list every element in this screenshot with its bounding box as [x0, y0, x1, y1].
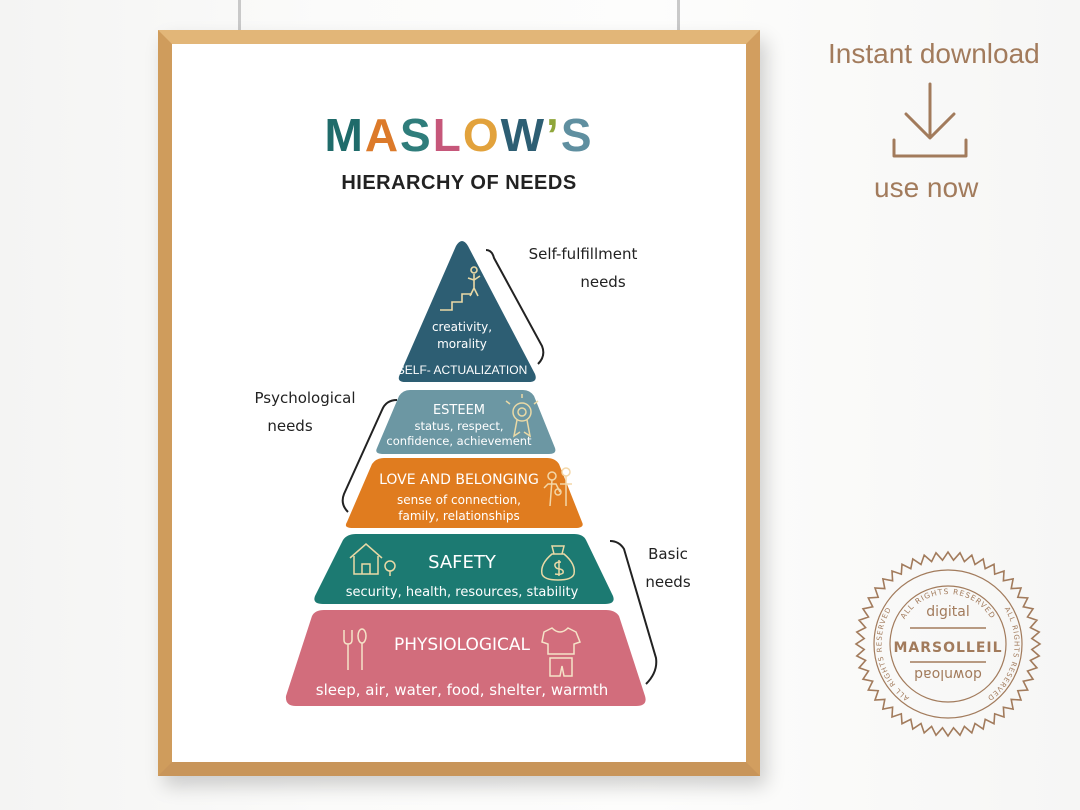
- clothes-icon: [541, 627, 581, 677]
- award-ribbon-icon: [505, 394, 539, 438]
- bracket-self-fulfillment: [485, 249, 545, 365]
- seal-serrated-edge: [854, 550, 1042, 738]
- love-title: LOVE AND BELONGING: [379, 472, 539, 488]
- title-letter: L: [432, 109, 463, 161]
- title-letter: S: [560, 109, 594, 161]
- pyramid-level-self-actualization: [398, 241, 536, 382]
- seal-stamp: ALL RIGHTS RESERVED ALL RIGHTS RESERVED …: [854, 550, 1042, 738]
- love-desc-1: sense of connection,: [397, 493, 521, 507]
- note-self-fulfillment-line-1: Self-fulfillment: [528, 245, 638, 263]
- pyramid-level-physiological: [285, 610, 646, 706]
- note-basic-line-1: Basic: [648, 545, 688, 563]
- self-actualization-title: SELF- ACTUALIZATION: [397, 363, 527, 377]
- pyramid-level-love: [345, 458, 583, 528]
- note-self-fulfillment-line-2: needs: [580, 273, 626, 291]
- poster: MASLOW’S HIERARCHY OF NEEDS: [172, 44, 746, 762]
- title-letter: A: [364, 109, 401, 161]
- esteem-desc-2: confidence, achievement: [386, 434, 532, 448]
- safety-title: SAFETY: [428, 552, 497, 573]
- fork-spoon-icon: [343, 628, 367, 670]
- poster-subtitle: HIERARCHY OF NEEDS: [341, 172, 577, 194]
- esteem-desc-1: status, respect,: [414, 419, 503, 433]
- note-psychological-line-2: needs: [267, 417, 313, 435]
- use-now-label: use now: [874, 172, 979, 203]
- family-icon: [543, 467, 572, 507]
- seal-word-download: download: [914, 666, 982, 682]
- note-basic-line-2: needs: [645, 573, 691, 591]
- physiological-desc: sleep, air, water, food, shelter, warmth: [316, 681, 608, 699]
- pyramid-diagram: creativity, morality SELF- ACTUALIZATION…: [285, 241, 658, 706]
- bracket-psychological: [341, 399, 398, 513]
- poster-title: MASLOW’S: [172, 108, 746, 162]
- pyramid-level-safety: [314, 534, 614, 604]
- seal-brand: MARSOLLEIL: [893, 640, 1002, 656]
- hanging-wire-right: [677, 0, 680, 30]
- title-letter: O: [462, 109, 501, 161]
- download-icon: [892, 82, 968, 158]
- seal-word-digital: digital: [926, 604, 970, 620]
- instant-download-label: Instant download: [828, 38, 1040, 69]
- title-letter: S: [400, 109, 433, 161]
- note-self-fulfillment: Self-fulfillment needs: [508, 240, 658, 296]
- title-letter: W: [500, 109, 547, 161]
- hanging-wire-left: [238, 0, 241, 30]
- title-letter: ’: [546, 109, 561, 161]
- note-psychological-line-1: Psychological: [254, 389, 356, 407]
- house-icon: [349, 543, 396, 576]
- title-letter: M: [324, 109, 365, 161]
- pyramid-level-esteem: [376, 390, 556, 454]
- love-desc-2: family, relationships: [398, 509, 519, 523]
- money-bag-icon: [540, 545, 576, 581]
- bracket-basic: [609, 540, 658, 685]
- note-basic: Basic needs: [628, 540, 708, 596]
- physiological-title: PHYSIOLOGICAL: [394, 635, 531, 655]
- picture-frame: MASLOW’S HIERARCHY OF NEEDS: [158, 30, 760, 776]
- self-actualization-desc-2: morality: [437, 337, 487, 351]
- self-actualization-desc-1: creativity,: [432, 320, 492, 334]
- esteem-title: ESTEEM: [433, 403, 485, 418]
- note-psychological: Psychological needs: [250, 384, 360, 440]
- stairs-person-icon: [440, 266, 481, 311]
- safety-desc: security, health, resources, stability: [346, 585, 579, 600]
